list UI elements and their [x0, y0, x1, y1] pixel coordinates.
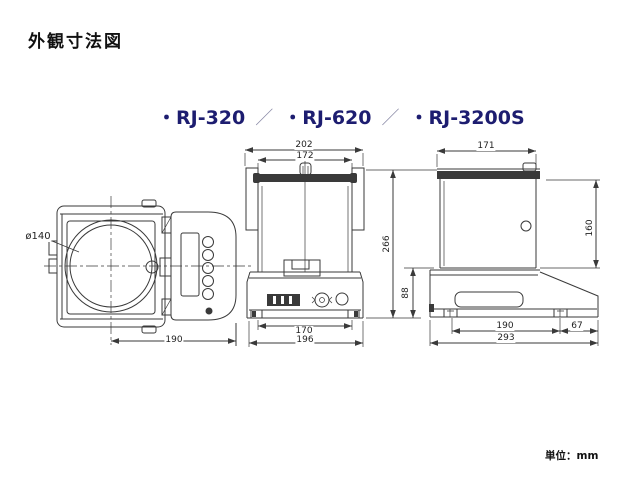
unit-note: 単位：mm [545, 450, 599, 462]
dim-pan-diameter: ø140 [24, 231, 52, 242]
dim-side-feet-span: 190 [495, 321, 515, 331]
dim-front-overall-width: 202 [294, 140, 314, 150]
side-view-drawing [429, 148, 600, 346]
model-item-rj620: ・RJ-620 [283, 107, 372, 129]
dim-side-front-section: 67 [570, 321, 584, 331]
page-title: 外観寸法図 [28, 32, 123, 52]
front-view-drawing [244, 147, 437, 347]
dim-front-chamber-width: 172 [295, 151, 315, 161]
dim-side-base-height: 88 [401, 286, 411, 300]
top-view-drawing [44, 196, 253, 346]
dim-top-overall-width: 190 [164, 335, 184, 345]
model-separator: ／ [255, 107, 274, 129]
model-item-rj320: ・RJ-320 [157, 107, 246, 129]
model-list: ・RJ-320 ／ ・RJ-620 ／ ・RJ-3200S [157, 103, 525, 130]
model-separator: ／ [381, 107, 400, 129]
dim-front-overall-height: 266 [382, 234, 392, 254]
dim-side-chamber-height: 160 [585, 218, 595, 238]
model-item-rj3200s: ・RJ-3200S [409, 107, 525, 129]
dim-side-chamber-depth: 171 [476, 141, 496, 151]
dim-front-feet-span: 170 [294, 326, 314, 336]
dim-side-overall-depth: 293 [496, 333, 516, 343]
dim-front-base-width: 196 [295, 335, 315, 345]
